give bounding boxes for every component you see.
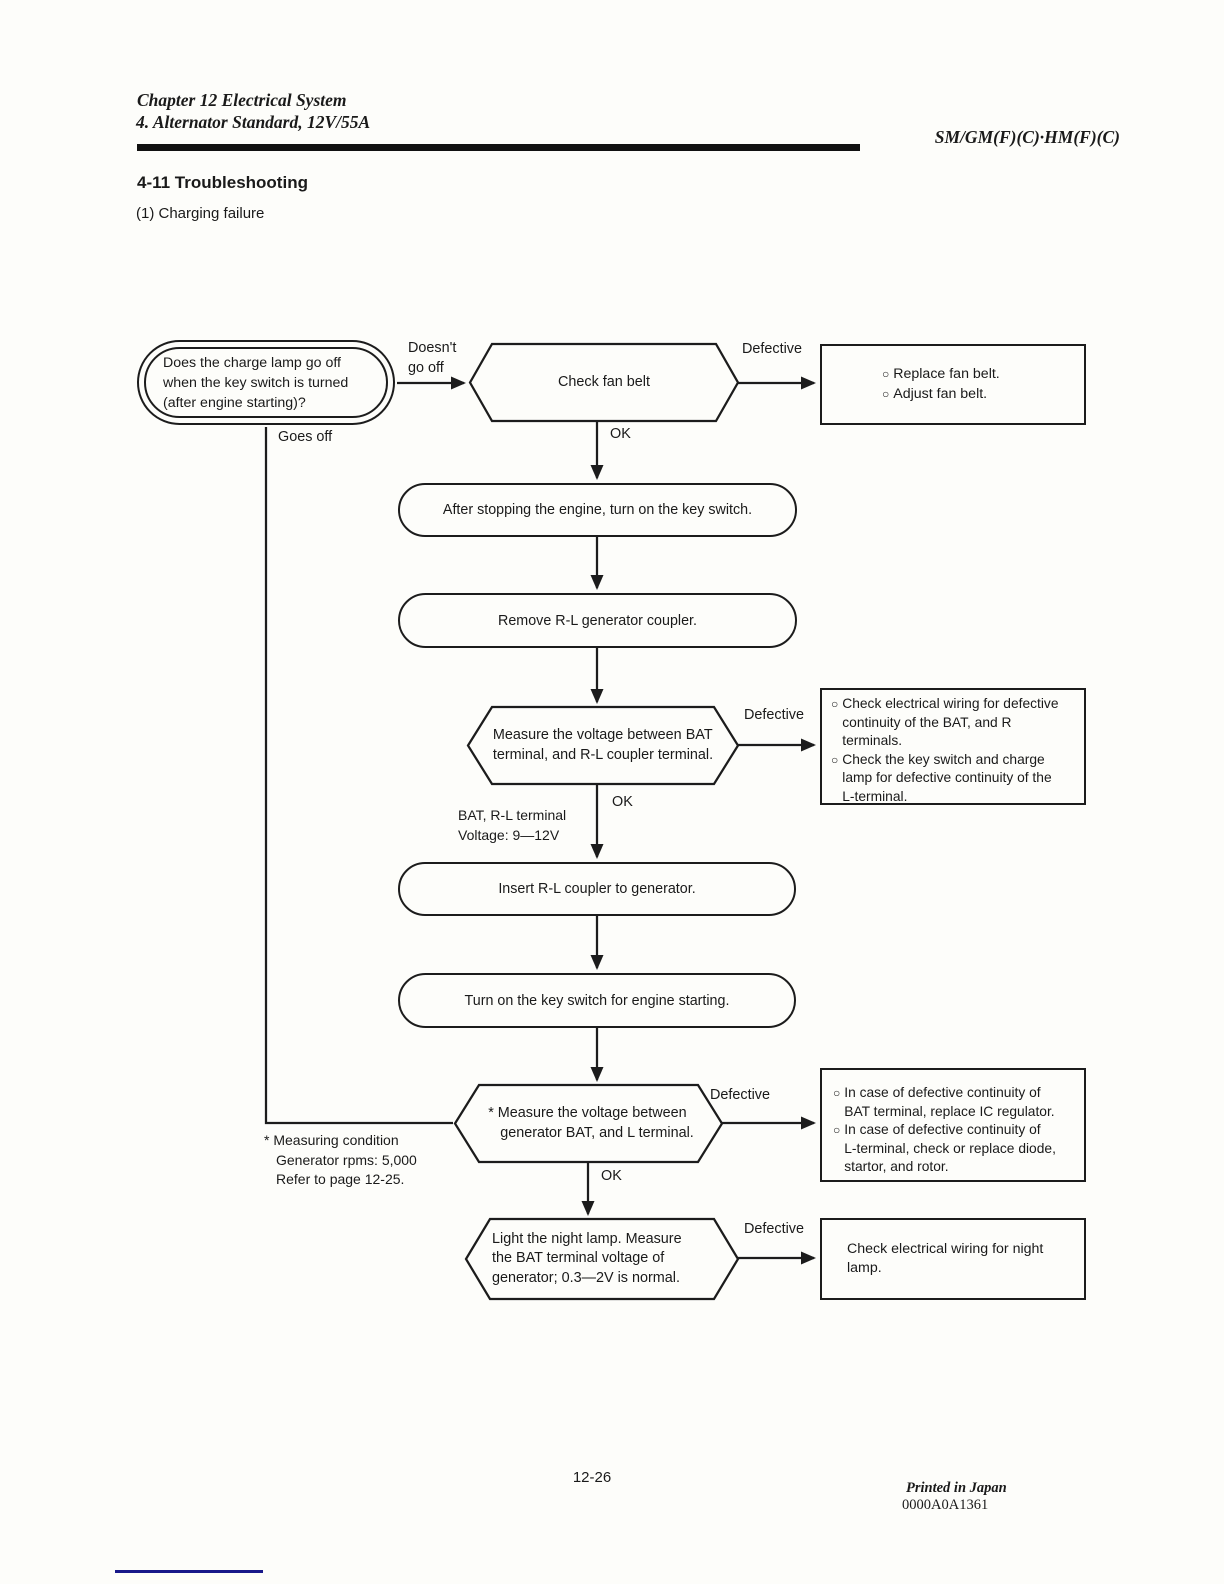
label-ok-3: OK: [601, 1168, 622, 1184]
bullet-icon: ○: [833, 1123, 841, 1138]
hexagon-measure-bat-l: [453, 1083, 724, 1164]
printed-in-japan: Printed in Japan: [906, 1480, 1007, 1496]
start-node-text: Does the charge lamp go off when the key…: [144, 347, 388, 418]
node-remove-coupler: Remove R-L generator coupler.: [398, 593, 797, 648]
start-node: Does the charge lamp go off when the key…: [137, 340, 395, 425]
measure-bat-rl-text: Measure the voltage between BAT terminal…: [492, 727, 714, 763]
result-item: ○ Check the key switch and charge lamp f…: [831, 751, 1052, 804]
model-code: SM/GM(F)(C)·HM(F)(C): [934, 127, 1120, 147]
result-item: ○ In case of defective continuity of BAT…: [833, 1085, 1055, 1119]
node-insert-coupler: Insert R-L coupler to generator.: [398, 862, 796, 916]
node-key-switch-start: Turn on the key switch for engine starti…: [398, 973, 796, 1028]
result-item: ○ In case of defective continuity of L-t…: [833, 1122, 1056, 1175]
note-measuring-condition: * Measuring condition Generator rpms: 5,…: [264, 1132, 417, 1187]
bullet-icon: ○: [833, 1086, 841, 1100]
doc-code: 0000A0A1361: [902, 1497, 989, 1513]
bullet-icon: ○: [882, 386, 890, 401]
chapter-title: Chapter 12 Electrical System: [137, 90, 347, 110]
result-item: ○ Adjust fan belt.: [882, 385, 1084, 405]
connector-goes-off-branch: [264, 427, 453, 1125]
bullet-icon: ○: [831, 752, 839, 767]
chapter-subtitle: 4. Alternator Standard, 12V/55A: [136, 112, 371, 132]
bullet-icon: ○: [882, 367, 890, 381]
node-stop-engine: After stopping the engine, turn on the k…: [398, 483, 797, 537]
check-fan-belt-text: Check fan belt: [558, 373, 650, 390]
label-goes-off: Goes off: [278, 429, 333, 445]
measure-bat-l-text: * Measure the voltage between generator …: [488, 1105, 694, 1141]
label-defective-3: Defective: [710, 1087, 770, 1103]
section-title: 4-11 Troubleshooting: [137, 173, 308, 192]
result-wiring-box: ○ Check electrical wiring for defective …: [820, 688, 1086, 805]
hexagon-night-lamp: [464, 1217, 740, 1301]
result-fan-belt-box: ○ Replace fan belt. ○ Adjust fan belt.: [820, 344, 1086, 425]
result-item: ○ Replace fan belt.: [882, 365, 1084, 385]
label-defective-2: Defective: [744, 707, 804, 723]
label-defective-4: Defective: [744, 1221, 804, 1237]
label-ok-2: OK: [612, 794, 633, 810]
label-defective-1: Defective: [742, 341, 802, 357]
hexagon-measure-bat-rl: [466, 705, 740, 786]
result-item: ○ Check electrical wiring for defective …: [831, 696, 1059, 749]
note-bat-terminal-voltage: BAT, R-L terminal Voltage: 9—12V: [458, 807, 567, 843]
footer-blue-line: [115, 1570, 263, 1573]
result-continuity-box: ○ In case of defective continuity of BAT…: [820, 1068, 1086, 1182]
bullet-icon: ○: [831, 697, 839, 711]
subsection-title: (1) Charging failure: [136, 205, 265, 222]
result-night-lamp-box: Check electrical wiring for night lamp.: [820, 1218, 1086, 1300]
header-rule: [137, 144, 860, 151]
hexagon-check-fan-belt: [468, 342, 740, 423]
page-number: 12-26: [572, 1469, 612, 1486]
label-doesnt-go-off: Doesn't go off: [408, 340, 457, 376]
label-ok-1: OK: [610, 426, 631, 442]
night-lamp-text: Light the night lamp. Measure the BAT te…: [492, 1230, 682, 1286]
